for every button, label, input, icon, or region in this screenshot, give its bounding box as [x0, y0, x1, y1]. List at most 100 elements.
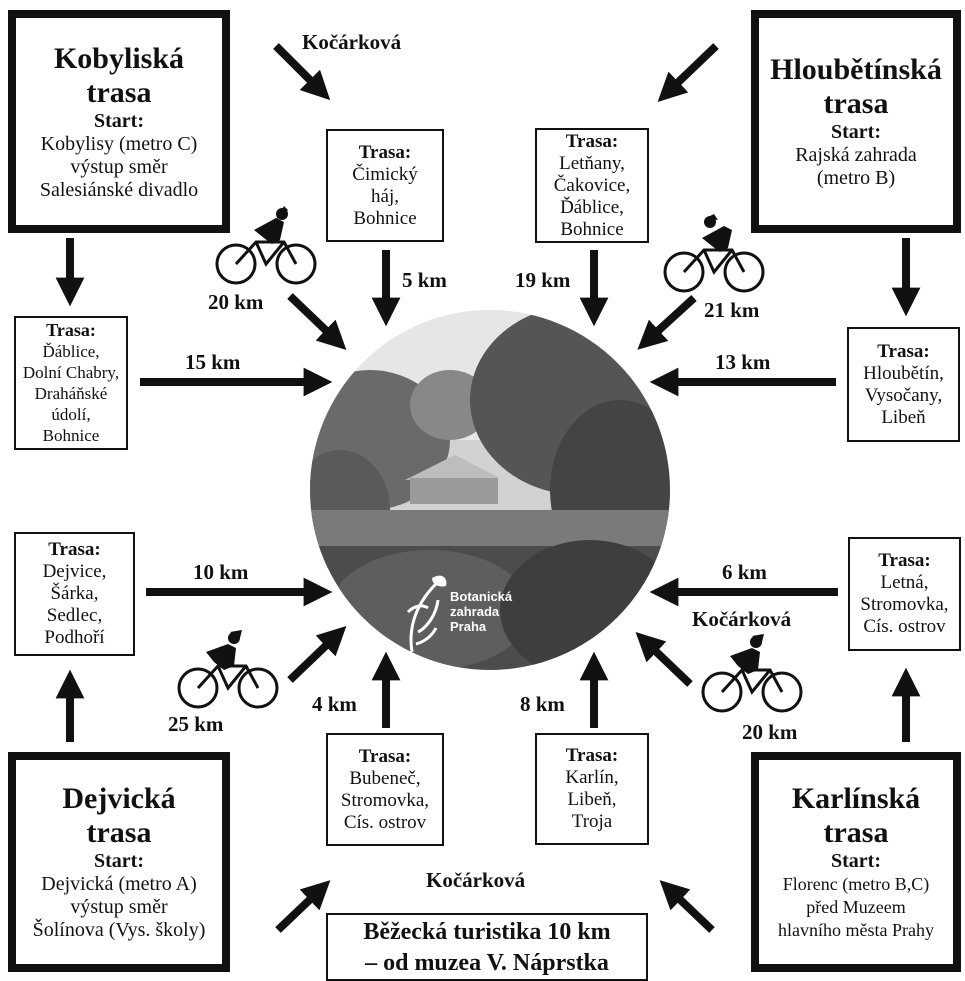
bike-distance-karlinska: 20 km: [742, 720, 798, 744]
arrow-bike-dejvicka: [287, 626, 347, 683]
route-line: Bohnice: [353, 207, 417, 229]
botanic-garden-logo: Botanická zahrada Praha: [402, 572, 522, 662]
route-title: Hloubětínská: [770, 53, 942, 86]
trasa-label: Trasa:: [877, 340, 930, 362]
kocarkova-label-top: Kočárková: [302, 30, 402, 54]
route-title: trasa: [823, 87, 889, 120]
cyclist-icon: [701, 634, 803, 713]
running-tour-subtitle: – od muzea V. Náprstka: [365, 950, 609, 976]
trasa-label: Trasa:: [358, 745, 412, 767]
start-label: Start:: [94, 109, 144, 132]
distance-letna: 6 km: [722, 560, 767, 584]
distance-hloubetin: 13 km: [715, 350, 771, 374]
route-title: Kobyliská: [53, 41, 185, 75]
sub-route-letnany: Trasa: Letňany, Čakovice, Ďáblice, Bohni…: [535, 128, 649, 243]
start-line: výstup směr: [70, 155, 168, 178]
route-line: Cís. ostrov: [863, 616, 946, 637]
arrow-kocarkova-nw: [273, 43, 331, 101]
arrow-bike-kobyliska: [287, 293, 347, 350]
start-line: Florenc (metro B,C): [782, 874, 930, 894]
botanic-garden-logo-icon: [406, 575, 447, 653]
trasa-label: Trasa:: [565, 745, 619, 766]
start-line: Dejvická (metro A): [41, 873, 197, 895]
route-line: Vysočany,: [864, 384, 943, 406]
sub-route-karlin: Trasa: Karlín, Libeň, Troja: [535, 733, 649, 845]
start-label: Start:: [831, 850, 881, 872]
start-line: před Muzeem: [806, 897, 906, 917]
main-route-hloubetinska: Hloubětínská trasa Start: Rajská zahrada…: [751, 10, 961, 233]
cyclist-icon: [663, 214, 765, 293]
route-title: trasa: [823, 816, 889, 849]
bike-distance-hloubetinska: 21 km: [704, 298, 760, 322]
arrow-kocarkova-ne: [657, 43, 719, 102]
route-line: Troja: [571, 811, 613, 832]
sub-route-letna: Trasa: Letná, Stromovka, Cís. ostrov: [848, 537, 961, 651]
start-line: výstup směr: [70, 896, 168, 918]
route-line: Letňany,: [559, 152, 625, 174]
route-line: Cís. ostrov: [343, 811, 427, 833]
route-line: Libeň: [881, 406, 926, 428]
running-tour-box: Běžecká turistika 10 km – od muzea V. Ná…: [326, 913, 648, 981]
trasa-label: Trasa:: [565, 130, 619, 152]
sub-route-dablice: Trasa: Ďáblice, Dolní Chabry, Draháňské …: [14, 316, 128, 450]
distance-karlin: 8 km: [520, 692, 565, 716]
start-line: (metro B): [816, 167, 896, 189]
start-label: Start:: [831, 121, 881, 143]
running-tour-title: Běžecká turistika 10 km: [363, 919, 611, 945]
sub-route-dejvice: Trasa: Dejvice, Šárka, Sedlec, Podhoří: [14, 532, 135, 656]
route-line: Čimický: [352, 163, 418, 185]
logo-line-2: zahrada: [450, 604, 500, 619]
main-route-karlinska: Karlínská trasa Start: Florenc (metro B,…: [751, 752, 961, 972]
arrow-bike-hloubetin: [637, 295, 697, 350]
route-line: Ďáblice,: [42, 342, 100, 361]
route-line: Hloubětín,: [863, 362, 944, 384]
route-line: háj,: [371, 185, 399, 207]
cyclist-icon: [177, 630, 279, 709]
route-line: Dolní Chabry,: [22, 363, 120, 382]
sub-route-cimicky: Trasa: Čimický háj, Bohnice: [326, 129, 444, 242]
route-line: Dejvice,: [42, 561, 107, 582]
route-title: Karlínská: [791, 782, 921, 815]
route-line: Letná,: [880, 572, 929, 593]
distance-cimicky: 5 km: [402, 268, 447, 292]
kocarkova-label-bottom: Kočárková: [426, 868, 526, 892]
arrow-bike-karlinska: [635, 632, 693, 687]
route-line: Libeň,: [567, 789, 617, 810]
start-line: Rajská zahrada: [795, 144, 917, 166]
start-line: hlavního města Prahy: [778, 920, 934, 940]
route-line: Stromovka,: [340, 789, 430, 811]
arrow-kocarkova-se: [659, 880, 715, 933]
route-line: Šárka,: [50, 583, 99, 604]
logo-line-1: Botanická: [450, 589, 513, 604]
distance-letnany: 19 km: [515, 268, 571, 292]
route-line: Podhoří: [44, 627, 105, 648]
route-line: Karlín,: [565, 767, 619, 788]
trasa-label: Trasa:: [46, 320, 96, 340]
trasa-label: Trasa:: [48, 539, 101, 560]
route-title: Dejvická: [62, 782, 176, 815]
distance-bubenec: 4 km: [312, 692, 357, 716]
route-line: Čakovice,: [553, 174, 631, 196]
route-title: trasa: [86, 816, 152, 849]
trasa-label: Trasa:: [878, 550, 931, 571]
route-line: Bohnice: [42, 426, 100, 445]
logo-line-3: Praha: [450, 619, 487, 634]
route-title: trasa: [86, 75, 152, 109]
arrow-kocarkova-sw: [275, 880, 331, 933]
trasa-label: Trasa:: [358, 141, 412, 163]
start-label: Start:: [94, 850, 144, 872]
kocarkova-label-right: Kočárková: [692, 607, 792, 631]
start-line: Kobylisy (metro C): [40, 132, 198, 155]
route-line: Bohnice: [560, 218, 624, 240]
main-route-dejvicka: Dejvická trasa Start: Dejvická (metro A)…: [8, 752, 230, 972]
start-line: Salesiánské divadlo: [39, 178, 199, 201]
bike-distance-dejvicka: 25 km: [168, 712, 224, 736]
route-line: Bubeneč,: [349, 767, 421, 789]
route-line: Ďáblice,: [560, 196, 624, 218]
route-line: Draháňské: [34, 384, 108, 403]
main-route-kobyliska: Kobyliská trasa Start: Kobylisy (metro C…: [8, 10, 230, 233]
sub-route-bubenec: Trasa: Bubeneč, Stromovka, Cís. ostrov: [326, 733, 444, 846]
cyclist-icon: [215, 206, 317, 285]
start-line: Šolínova (Vys. školy): [32, 919, 206, 941]
